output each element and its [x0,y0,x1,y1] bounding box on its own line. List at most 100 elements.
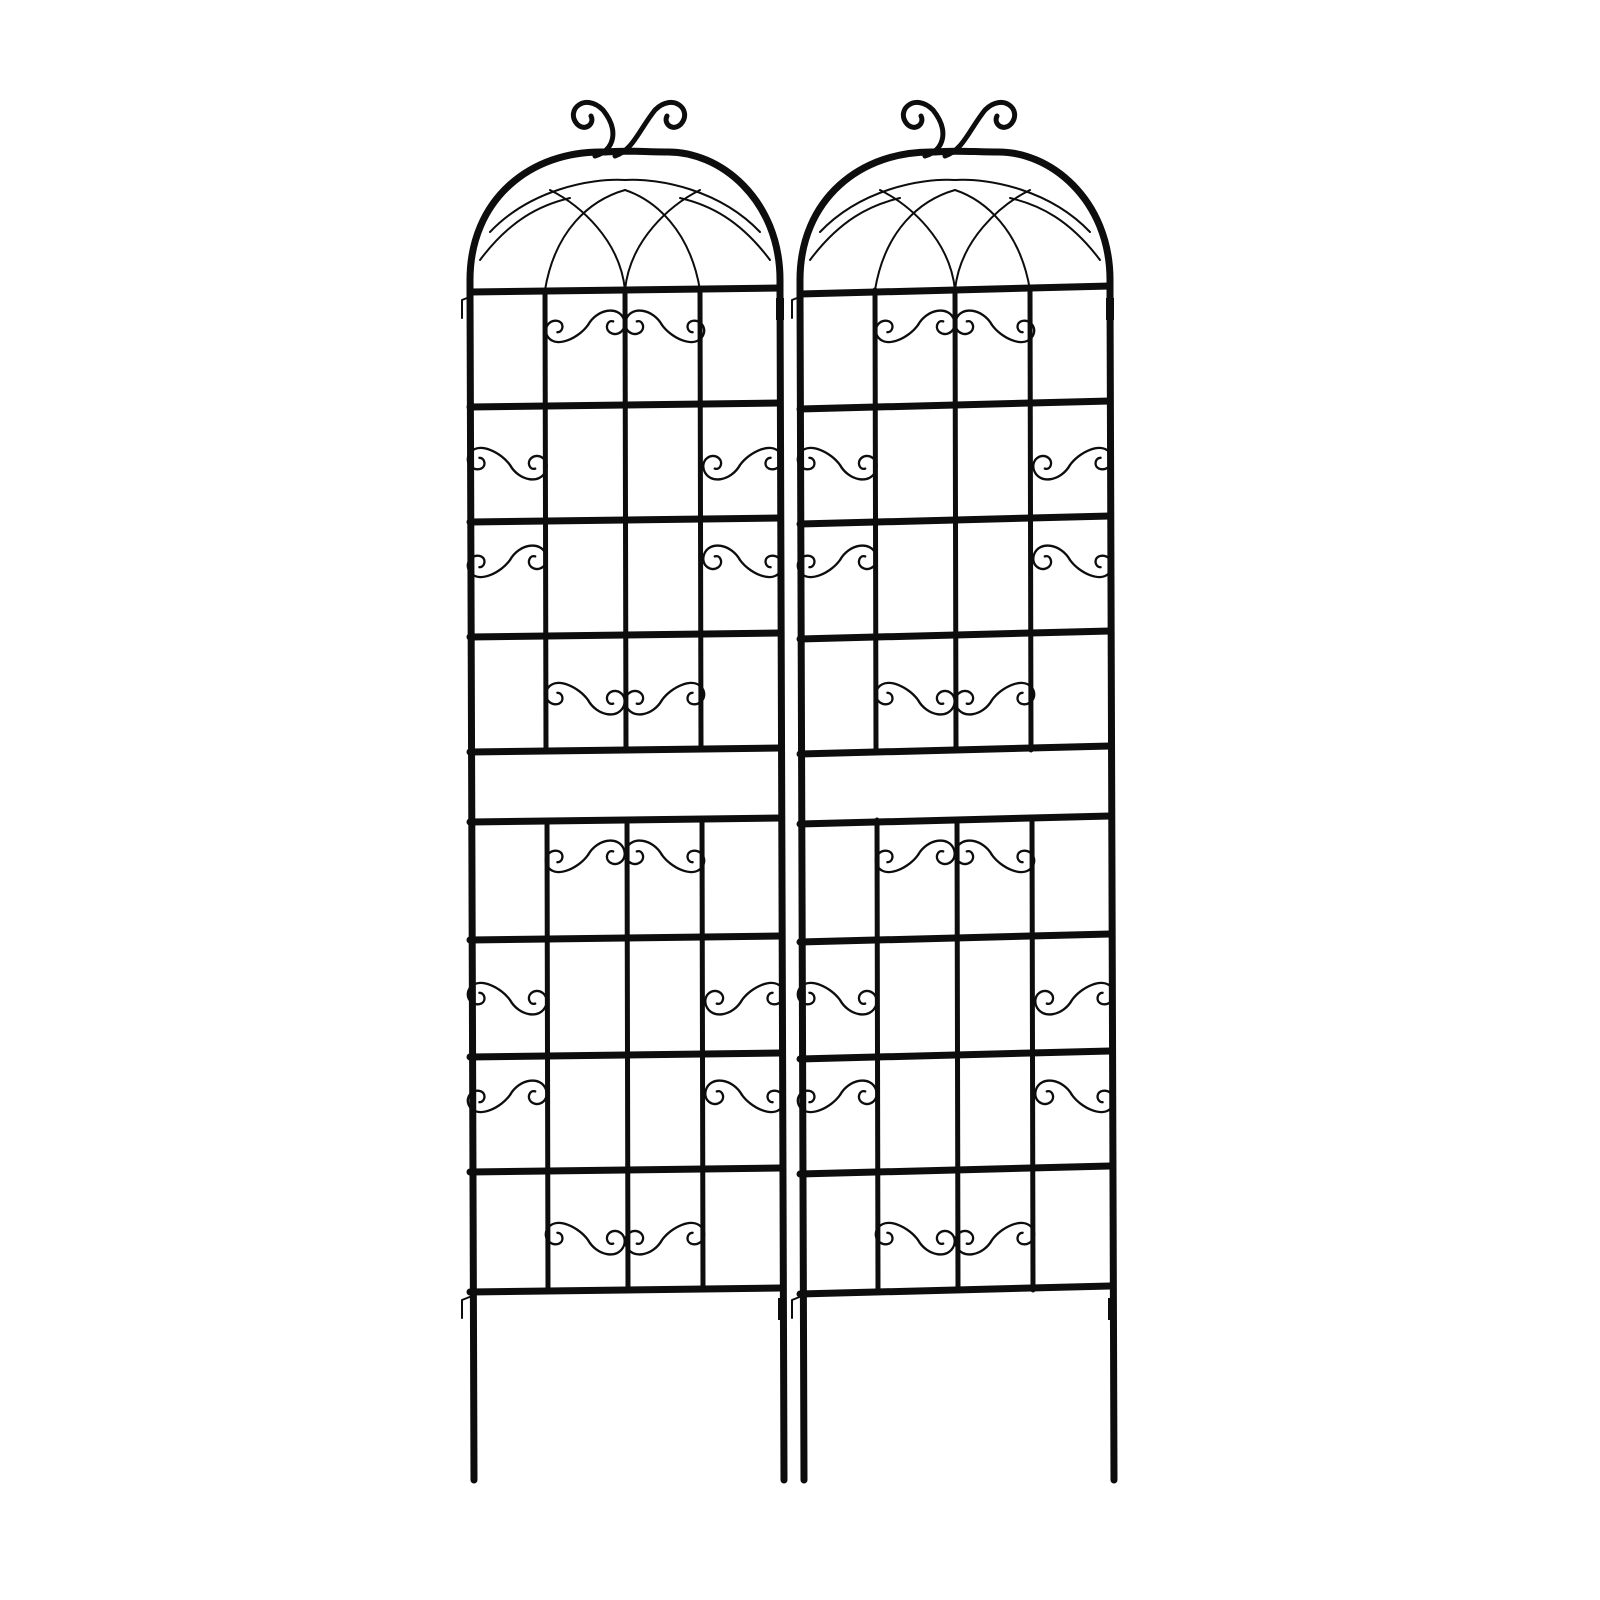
scroll-curl [624,1221,706,1256]
scroll-ornament [702,446,784,481]
scroll-ornament [796,981,878,1016]
vertical-bar [544,817,551,1293]
scroll-ornament [954,681,1036,716]
scroll-ornament [466,446,548,481]
scroll-curl [954,839,1036,874]
scroll-ornament [466,1079,548,1114]
arch-lattice-wire [954,189,1031,291]
arch-lattice-wire [479,197,571,261]
scroll-curl [796,544,878,579]
scroll-curl [1032,544,1114,579]
trellis-panel [461,100,788,1484]
scroll-ornament [1032,544,1114,579]
scroll-ornament [796,1079,878,1114]
trellis-panels [461,100,1118,1484]
scroll-curl [544,1221,626,1256]
vertical-bar [699,817,706,1293]
connector-clip [776,298,784,320]
vertical-bar [954,817,961,1293]
scroll-ornament [624,839,706,874]
scroll-curl [624,839,706,874]
left-rail [466,286,478,1484]
scroll-curl [624,681,706,716]
scroll-ornament [1034,981,1116,1016]
scroll-curl [544,681,626,716]
scroll-curl [704,1079,786,1114]
connector-clip [1106,298,1114,320]
arch-lattice-wire [489,178,626,233]
right-rail [776,286,788,1484]
arch-lattice-wire [874,189,956,291]
arch-lattice-wire [809,197,901,261]
arch-frame [796,147,1114,294]
scroll-curl [954,1221,1036,1256]
vertical-bar [952,287,959,753]
arch-lattice-wire [819,178,956,233]
scroll-curl [1034,981,1116,1016]
scroll-ornament [796,446,878,481]
scroll-ornament [874,839,956,874]
arch-lattice-wire [1009,197,1101,261]
scroll-ornament [796,544,878,579]
scroll-ornament [954,839,1036,874]
scroll-ornament [954,309,1036,344]
scroll-ornament [1032,446,1114,481]
connector-hook [791,1295,803,1319]
connector-hook [461,295,473,319]
scroll-curl [874,309,956,344]
connector-clip [1108,1298,1116,1320]
scroll-curl [796,1079,878,1114]
crest-scroll-left [570,100,616,159]
scroll-curl [796,981,878,1016]
scroll-curl [874,1221,956,1256]
arch-lattice-wire [624,189,701,291]
scroll-ornament [954,1221,1036,1256]
scroll-ornament [702,544,784,579]
horizontal-bar [466,1164,784,1176]
vertical-bar [542,287,549,753]
right-rail [1106,286,1118,1484]
horizontal-bar [796,1282,1114,1298]
scroll-ornament [1034,1079,1116,1114]
crest-scroll-right [612,100,688,159]
scroll-ornament [624,309,706,344]
scroll-ornament [544,839,626,874]
vertical-bar [1029,817,1036,1293]
scroll-curl [796,446,878,481]
scroll-curl [954,681,1036,716]
scroll-curl [874,839,956,874]
scroll-ornament [544,681,626,716]
arch-lattice-wire [624,189,701,291]
scroll-curl [544,839,626,874]
vertical-bar [622,287,629,753]
scroll-curl [466,981,548,1016]
connector-hook [791,295,803,319]
arch-lattice-wire [954,189,1031,291]
scroll-curl [702,544,784,579]
vertical-bar [624,817,631,1293]
arch-lattice-wire [879,189,956,291]
arch-lattice-wire [679,197,771,261]
scroll-curl [874,681,956,716]
scroll-curl [954,309,1036,344]
scroll-curl [1032,446,1114,481]
arch-frame [466,147,784,294]
arch-lattice-wire [544,189,626,291]
scroll-ornament [624,681,706,716]
arch-lattice-wire [624,178,761,233]
scroll-ornament [704,1079,786,1114]
scroll-ornament [466,544,548,579]
scroll-ornament [544,1221,626,1256]
scroll-curl [702,446,784,481]
horizontal-bar [796,1162,1114,1178]
scroll-ornament [624,1221,706,1256]
arch-lattice-wire [954,178,1091,233]
arch-lattice-wire [549,189,626,291]
connector-clip [778,1298,786,1320]
connector-hook [461,1295,473,1319]
left-rail [796,286,808,1484]
vertical-bar [874,817,881,1293]
scroll-curl [704,981,786,1016]
vertical-bar [872,287,879,753]
